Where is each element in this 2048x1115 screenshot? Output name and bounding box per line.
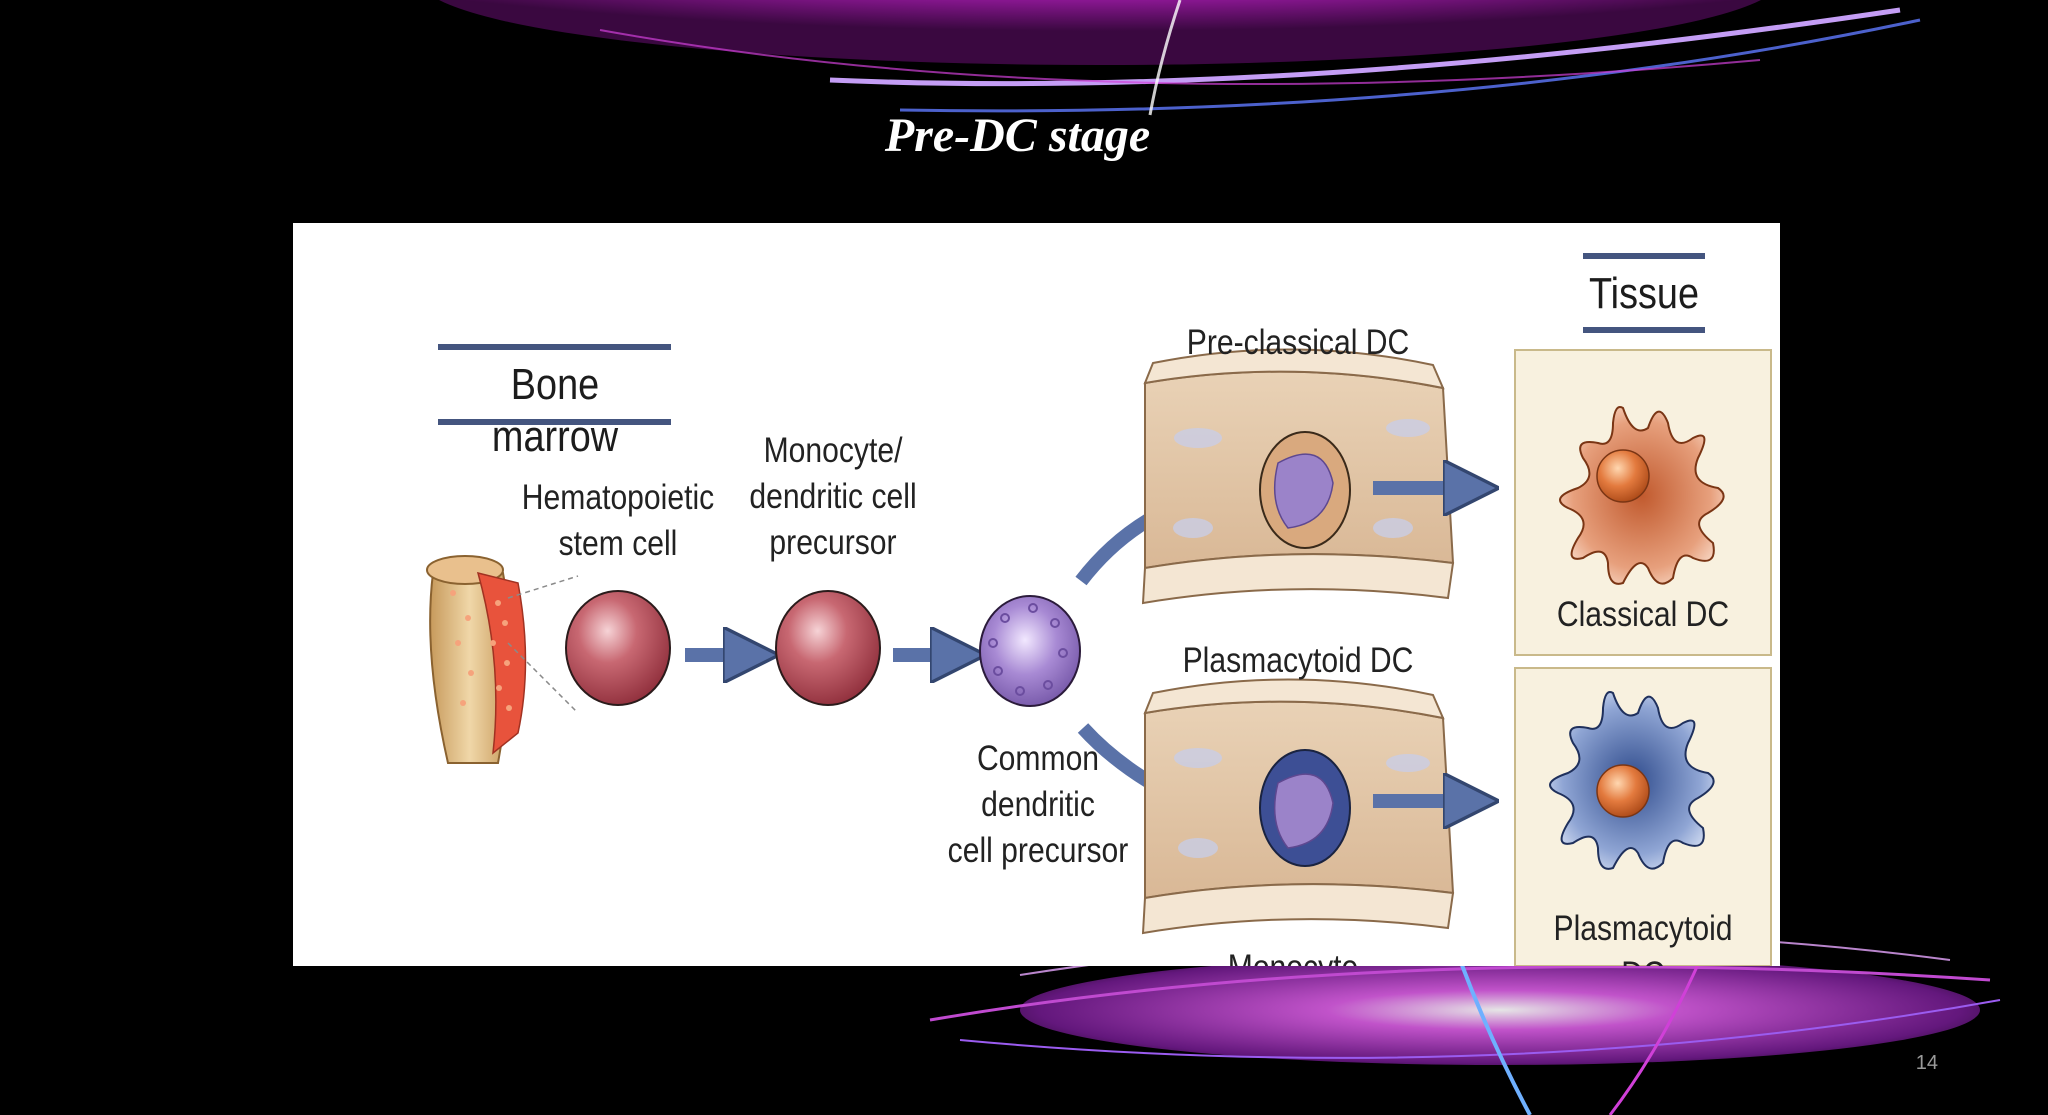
common-dendritic-precursor-cell (979, 595, 1081, 707)
dc-development-diagram: Bone marrow Tissue Hematopoietic stem ce… (293, 223, 1780, 966)
hematopoietic-stem-cell-label: Hematopoietic stem cell (521, 478, 715, 563)
classical-dc-label: Classical DC (1556, 595, 1730, 634)
hematopoietic-stem-cell (565, 590, 671, 706)
plasmacytoid-dc-blood-label: Plasmacytoid DC (1182, 641, 1414, 680)
bone-marrow-heading: Bone marrow (491, 360, 619, 461)
plasmacytoid-dc-blood-cell (1259, 749, 1351, 867)
slide-title: Pre-DC stage (884, 109, 1151, 162)
bone-cross-section-illustration (426, 555, 579, 764)
plasmacytoid-dc-tissue-cell (1549, 691, 1715, 870)
pre-classical-dc-label: Pre-classical DC (1186, 323, 1410, 362)
classical-dc-cell (1559, 406, 1725, 585)
common-dendritic-precursor-label: Common dendritic cell precursor (947, 739, 1129, 870)
bone-marrow-heading-bars (438, 344, 671, 425)
monocyte-label: Monocyte (1186, 945, 1401, 966)
monocyte-dendritic-precursor-label: Monocyte/ dendritic cell precursor (749, 431, 917, 562)
slide-page-number: 14 (1915, 1052, 1938, 1074)
tissue-heading-bars (1583, 253, 1705, 333)
pre-classical-dc-cell (1259, 431, 1351, 549)
monocyte-dendritic-precursor-cell (775, 590, 881, 706)
tissue-heading: Tissue (1588, 269, 1700, 318)
top-swirl-decoration (439, 0, 1921, 116)
plasmacytoid-dc-tissue-label: Plasmacytoid DC (1553, 909, 1733, 966)
